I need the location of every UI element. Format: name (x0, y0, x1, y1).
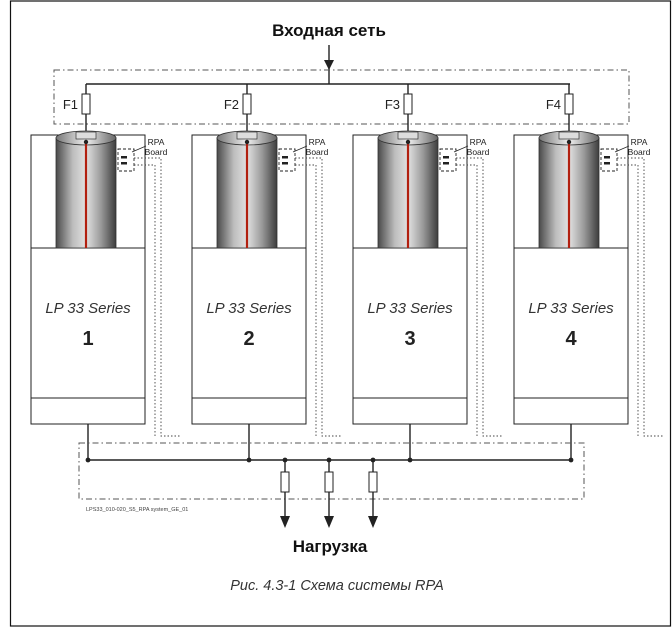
board-leader (614, 145, 630, 153)
unit-number: 4 (565, 328, 577, 350)
output-arrow-3 (368, 457, 378, 528)
fuse-label: F2 (224, 97, 239, 112)
rpa-board-label: Board (306, 147, 329, 157)
output-fuse (368, 471, 378, 493)
board-pin (604, 156, 610, 159)
series-label: LP 33 Series (45, 300, 131, 317)
figure-caption: Рис. 4.3-1 Схема системы RPA (230, 578, 444, 594)
rpa-board-label: RPA (470, 137, 487, 147)
signal-line (295, 157, 342, 437)
board-pin (282, 162, 288, 165)
board-leader (292, 145, 308, 153)
signal-line (295, 164, 317, 436)
board-pin (604, 162, 610, 165)
output-fuse (280, 471, 290, 493)
unit-number: 3 (404, 328, 415, 350)
unit-number: 2 (243, 328, 254, 350)
input-network-label: Входная сеть (272, 21, 386, 40)
fuse-symbol (81, 93, 91, 115)
page-border (9, 0, 672, 627)
cylinder-terminal (397, 131, 419, 140)
board-pin (282, 156, 288, 159)
signal-line (134, 157, 181, 437)
rpa-board (600, 148, 618, 172)
signal-line (617, 164, 639, 436)
board-pin (121, 162, 127, 165)
cylinder-terminal (236, 131, 258, 140)
board-pin (443, 162, 449, 165)
input-enclosure (53, 69, 630, 125)
fuse-symbol (242, 93, 252, 115)
board-leader (131, 145, 147, 153)
signal-line (134, 164, 156, 436)
output-arrows (280, 457, 378, 528)
rpa-board (278, 148, 296, 172)
board-pin (121, 156, 127, 159)
signal-line (617, 157, 664, 437)
reference-code: LPS33_010-020_S5_RPA system_GE_01 (86, 507, 188, 513)
cylinder-terminal (558, 131, 580, 140)
series-label: LP 33 Series (367, 300, 453, 317)
rpa-board-label: RPA (631, 137, 648, 147)
series-label: LP 33 Series (528, 300, 614, 317)
fuse-symbol (403, 93, 413, 115)
terminal-dot (83, 139, 89, 145)
terminal-dot (566, 139, 572, 145)
rpa-board-label: Board (628, 147, 651, 157)
fuse-symbol (564, 93, 574, 115)
fuse-label: F3 (385, 97, 400, 112)
load-label: Нагрузка (293, 537, 368, 556)
output-enclosure (78, 442, 585, 500)
terminal-dot (244, 139, 250, 145)
board-pin (443, 156, 449, 159)
junction-dot (568, 457, 574, 463)
rpa-board-label: RPA (148, 137, 165, 147)
arrow-head (280, 516, 290, 528)
fuse-label: F4 (546, 97, 561, 112)
signal-line (456, 164, 478, 436)
fuse-label: F1 (63, 97, 78, 112)
output-arrow-2 (324, 457, 334, 528)
signal-line (456, 157, 503, 437)
cylinder-terminal (75, 131, 97, 140)
rpa-board (439, 148, 457, 172)
input-arrow (324, 45, 334, 84)
arrow-head (324, 516, 334, 528)
rpa-board (117, 148, 135, 172)
unit-number: 1 (82, 328, 93, 350)
output-fuse (324, 471, 334, 493)
rpa-board-label: Board (467, 147, 490, 157)
board-leader (453, 145, 469, 153)
output-arrow-1 (280, 457, 290, 528)
arrow-head (368, 516, 378, 528)
series-label: LP 33 Series (206, 300, 292, 317)
rpa-board-label: RPA (309, 137, 326, 147)
rpa-board-label: Board (145, 147, 168, 157)
terminal-dot (405, 139, 411, 145)
